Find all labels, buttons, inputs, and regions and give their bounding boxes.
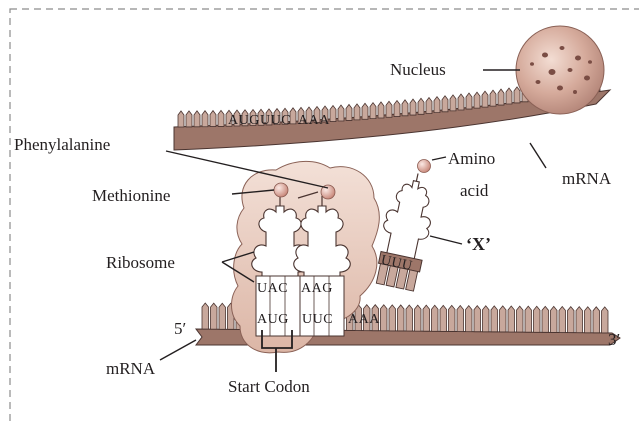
top-base-tooth [498,89,504,105]
bottom-base-tooth [398,305,405,331]
bottom-base-tooth [525,306,532,332]
bottom-base-tooth [500,306,507,332]
phenylalanine-label: Phenylalanine [14,135,110,154]
anticodon-2: AAG [301,281,333,296]
bottom-base-tooth [508,306,515,332]
top-base-tooth [194,111,200,127]
bottom-base-tooth [440,305,447,331]
bottom-base-tooth [602,307,609,333]
top-base-tooth [402,100,408,116]
bottom-base-tooth [534,306,541,332]
bottom-base-tooth [381,305,388,331]
top-base-tooth [386,101,392,117]
bottom-base-tooth [585,307,592,333]
amino-label: Amino [448,149,495,168]
nucleus-body [516,26,604,114]
bottom-base-tooth [415,305,422,331]
bottom-codon-3: AAA [348,312,380,327]
top-base-tooth [410,99,416,115]
top-base-tooth [186,111,192,127]
top-base-tooth [338,105,344,121]
top-base-tooth [418,98,424,114]
top-codon-1: AUG [228,113,260,128]
five-prime-label: 5′ [174,319,186,338]
bottom-codon-2: UUC [302,312,333,327]
top-codon-3: AAA [298,113,330,128]
top-base-tooth [330,106,336,122]
bottom-base-tooth [457,306,464,332]
top-base-tooth [506,88,512,104]
bottom-base-tooth [576,307,583,333]
bottom-base-tooth [202,303,209,329]
bottom-base-tooth [568,307,575,333]
mrna-bottom-label: mRNA [106,359,156,378]
free-trna-body [378,177,439,263]
top-base-tooth [490,90,496,106]
free-trna-x [372,169,441,292]
bottom-codon-1: AUG [257,312,289,327]
bottom-base-tooth [593,307,600,333]
bottom-base-tooth [551,306,558,332]
nucleus-label: Nucleus [390,60,446,79]
top-base-tooth [378,102,384,118]
top-base-tooth [434,97,440,113]
top-mrna-codons: AUG UUC AAA [228,113,330,128]
bottom-base-tooth [449,305,456,331]
mrna-top-label: mRNA [562,169,612,188]
top-base-tooth [442,96,448,112]
anticodon-1: UAC [257,281,288,296]
top-base-tooth [370,103,376,119]
bottom-base-tooth [474,306,481,332]
top-base-tooth [426,97,432,113]
bottom-base-tooth [389,305,396,331]
acid-label: acid [460,181,489,200]
top-base-tooth [346,104,352,120]
methionine-bead [274,183,288,197]
bottom-base-tooth [483,306,490,332]
bottom-base-tooth [559,306,566,332]
top-base-tooth [450,95,456,111]
top-base-tooth [362,103,368,119]
methionine-label: Methionine [92,186,170,205]
bottom-base-tooth [517,306,524,332]
top-base-tooth [482,91,488,107]
top-base-tooth [178,111,184,127]
top-base-tooth [218,110,224,126]
amino-acid-bead [418,160,431,173]
bottom-base-tooth [491,306,498,332]
top-codon-2: UUC [260,113,291,128]
bottom-base-tooth [542,306,549,332]
top-base-tooth [466,93,472,109]
top-base-tooth [202,111,208,127]
bottom-base-tooth [466,306,473,332]
top-base-tooth [394,101,400,117]
x-label: ‘X’ [466,234,491,254]
start-codon-label: Start Codon [228,377,310,396]
top-base-tooth [514,87,520,103]
bottom-base-tooth [211,303,218,329]
bottom-base-tooth [406,305,413,331]
nucleus [516,26,604,114]
ribosome-label: Ribosome [106,253,175,272]
three-prime-label: 3′ [608,330,620,349]
bottom-base-tooth [423,305,430,331]
top-base-tooth [458,94,464,110]
bottom-base-tooth [432,305,439,331]
bottom-base-tooth [219,303,226,329]
top-base-tooth [210,111,216,127]
top-base-tooth [354,104,360,120]
top-base-tooth [474,92,480,108]
